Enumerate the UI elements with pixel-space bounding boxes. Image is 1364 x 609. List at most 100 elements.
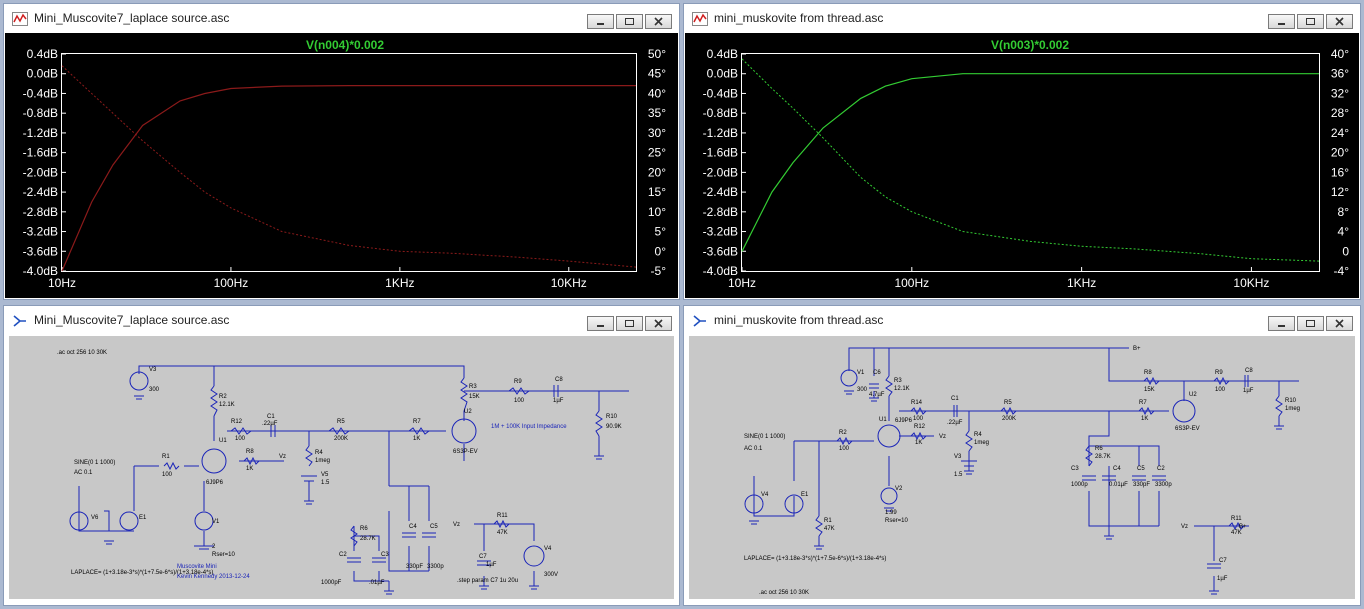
maximize-button[interactable] [616,316,643,331]
ground-symbols [104,395,604,595]
schematic-drawing[interactable]: B+ B+ V1 300 C6 4.7µF R3 12.1K R14 100 C… [689,336,1355,601]
phase-trace[interactable] [741,58,1320,262]
maximize-button[interactable] [1297,316,1324,331]
battery-v3[interactable] [961,460,977,467]
capacitor-c6[interactable] [869,383,879,389]
voltage-source-v3[interactable] [129,371,149,391]
resistor-r3[interactable] [460,377,468,412]
capacitor-c7[interactable] [477,560,491,566]
resistor-r10[interactable] [1275,395,1283,417]
window-titlebar[interactable]: Mini_Muscovite7_laplace source.asc [4,4,679,33]
maximize-button[interactable] [1297,14,1324,29]
magnitude-trace[interactable] [61,85,636,272]
schematic-drawing[interactable]: .ac oct 256 10 30K V3 300 R2 12.1K R12 1… [9,336,674,601]
voltage-source-v6[interactable] [69,511,89,531]
resistor-r9[interactable] [1213,376,1230,386]
close-button[interactable] [645,14,672,29]
minimize-button[interactable] [587,316,614,331]
trace-label[interactable]: V(n003)*0.002 [991,38,1069,52]
schematic-window-left[interactable]: Mini_Muscovite7_laplace source.asc [3,305,680,606]
window-titlebar[interactable]: mini_muskovite from thread.asc [684,306,1360,335]
close-button[interactable] [1326,316,1353,331]
triode-u1[interactable] [201,448,227,474]
window-titlebar[interactable]: mini_muskovite from thread.asc [684,4,1360,33]
label-c3: C3 [381,552,389,558]
capacitor-c1[interactable] [953,405,958,417]
voltage-source-v1[interactable] [194,511,214,531]
window-titlebar[interactable]: Mini_Muscovite7_laplace source.asc [4,306,679,335]
minimize-button[interactable] [1268,14,1295,29]
schematic-icon [13,315,26,327]
resistor-r5[interactable] [1000,406,1017,416]
resistor-r2[interactable] [210,385,218,417]
triode-u2[interactable] [451,418,477,444]
battery-v5[interactable] [301,475,317,482]
capacitor-c8[interactable] [1244,375,1249,387]
capacitor-c8[interactable] [553,385,559,397]
plot-window-left[interactable]: Mini_Muscovite7_laplace source.asc V(n00… [3,3,680,300]
label-v3: V3 [954,454,962,460]
resistor-r1[interactable] [163,461,180,471]
laplace-source-e1[interactable] [784,494,804,514]
voltage-source-v1[interactable] [840,369,858,387]
resistor-r14[interactable] [910,406,927,416]
waveform-icon [692,12,708,26]
resistor-r4[interactable] [965,430,973,452]
plot-window-right[interactable]: mini_muskovite from thread.asc V(n003)*0… [683,3,1361,300]
resistor-r12[interactable] [910,431,927,441]
resistor-r10[interactable] [595,410,603,437]
magnitude-trace[interactable] [741,73,1319,252]
capacitor-c5[interactable] [1132,475,1146,481]
phase-trace[interactable] [61,65,637,268]
close-button[interactable] [1326,14,1353,29]
resistor-r8[interactable] [243,456,260,466]
value-r10: 1meg [1285,406,1300,412]
bode-plot[interactable]: V(n004)*0.002 0.4dB0.0dB-0.4dB-0.8dB-1.2… [5,33,680,300]
capacitor-c2[interactable] [347,557,361,563]
minimize-button[interactable] [587,14,614,29]
resistor-r12[interactable] [230,427,252,435]
resistor-r11[interactable] [493,519,510,529]
resistor-r7[interactable] [1138,406,1155,416]
footer-author: Kevin Kennedy 2013-12-24 [177,574,250,580]
schematic-canvas[interactable]: B+ B+ V1 300 C6 4.7µF R3 12.1K R14 100 C… [689,336,1355,599]
voltage-source-v4[interactable] [523,545,545,567]
triode-u1[interactable] [877,424,901,448]
capacitor-c1[interactable] [270,425,276,437]
resistor-r6[interactable] [350,525,358,547]
triode-u2[interactable] [1172,399,1196,423]
capacitor-c4[interactable] [402,532,416,538]
resistor-r2[interactable] [836,436,853,446]
resistor-r5[interactable] [328,427,350,435]
resistor-r11[interactable] [1228,521,1245,531]
schematic-canvas[interactable]: .ac oct 256 10 30K V3 300 R2 12.1K R12 1… [9,336,674,599]
value-v4: 300V [544,572,558,578]
capacitor-c5[interactable] [422,532,436,538]
resistor-r6[interactable] [1085,445,1093,467]
schematic-window-right[interactable]: mini_muskovite from thread.asc [683,305,1361,606]
minimize-button[interactable] [1268,316,1295,331]
resistor-r7[interactable] [408,427,430,435]
capacitor-c3[interactable] [372,557,386,563]
close-button[interactable] [645,316,672,331]
bode-plot[interactable]: V(n003)*0.002 0.4dB0.0dB-0.4dB-0.8dB-1.2… [685,33,1361,300]
value-r1: 47K [824,526,835,532]
resistor-r8[interactable] [1143,376,1160,386]
maximize-button[interactable] [616,14,643,29]
voltage-source-v4[interactable] [744,494,764,514]
resistor-r1[interactable] [815,515,823,537]
capacitor-c2[interactable] [1152,475,1166,481]
capacitor-c7[interactable] [1207,563,1221,569]
resistor-r9[interactable] [508,387,530,395]
capacitor-c4[interactable] [1102,475,1116,481]
resistor-r3[interactable] [885,375,893,397]
resistor-r4[interactable] [305,445,313,467]
capacitor-c3[interactable] [1082,475,1096,481]
trace-label[interactable]: V(n004)*0.002 [306,38,384,52]
voltage-source-v2[interactable] [880,487,898,505]
label-u2: U2 [1189,392,1197,398]
laplace-source-e1[interactable] [119,511,139,531]
label-r3: R3 [469,384,477,390]
